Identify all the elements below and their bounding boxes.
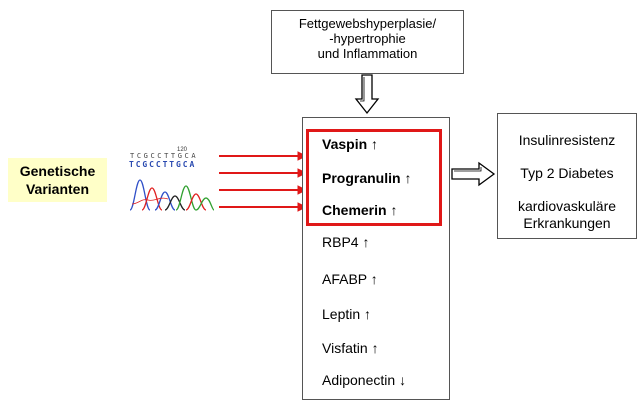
adipokine-name: RBP4 <box>322 234 359 250</box>
hyperplasia-line-3: und Inflammation <box>317 46 418 61</box>
chromatogram-bases-bottom: TCGCCTTGCA <box>129 160 197 169</box>
adipokine-vaspin: Vaspin ↑ <box>322 136 378 152</box>
up-arrow-icon: ↑ <box>362 234 370 250</box>
adipokine-afabp: AFABP ↑ <box>322 271 378 287</box>
highlighted-adipokines-box <box>306 129 442 226</box>
outcome-type2-diabetes: Typ 2 Diabetes <box>520 165 614 181</box>
adipokine-rbp4: RBP4 ↑ <box>322 234 369 250</box>
up-arrow-icon: ↑ <box>371 340 379 356</box>
right-arrow-icon <box>451 161 496 187</box>
adipokine-name: AFABP <box>322 271 367 287</box>
adipokine-name: Vaspin <box>322 136 368 152</box>
genetic-variants-label: Genetische Varianten <box>8 158 107 202</box>
chromatogram-marker: 120 <box>177 147 188 153</box>
chromatogram-bases-top: TCGCCTTGCA <box>130 152 199 160</box>
down-arrow-icon <box>354 74 380 115</box>
hyperplasia-box: Fettgewebshyperplasie/ -hypertrophie und… <box>271 10 464 74</box>
down-arrow-icon: ↓ <box>399 372 407 388</box>
hyperplasia-line-2: -hypertrophie <box>329 31 406 46</box>
red-arrows <box>219 151 308 212</box>
adipokine-name: Adiponectin <box>322 372 396 388</box>
adipokine-name: Chemerin <box>322 202 387 218</box>
adipokine-chemerin: Chemerin ↑ <box>322 202 397 218</box>
up-arrow-icon: ↑ <box>364 306 372 322</box>
up-arrow-icon: ↑ <box>370 271 378 287</box>
adipokine-visfatin: Visfatin ↑ <box>322 340 379 356</box>
up-arrow-icon: ↑ <box>404 170 412 186</box>
adipokine-name: Leptin <box>322 306 361 322</box>
outcomes-box <box>497 113 637 239</box>
outcome-diseases: Erkrankungen <box>523 215 611 231</box>
genetic-variants-line-2: Varianten <box>25 181 90 197</box>
adipokine-box <box>302 117 450 400</box>
up-arrow-icon: ↑ <box>371 136 379 152</box>
adipokine-name: Visfatin <box>322 340 368 356</box>
up-arrow-icon: ↑ <box>390 202 398 218</box>
adipokine-leptin: Leptin ↑ <box>322 306 371 322</box>
outcome-insulin-resistance: Insulinresistenz <box>518 132 616 148</box>
adipokine-adiponectin: Adiponectin ↓ <box>322 372 406 388</box>
adipokine-name: Progranulin <box>322 170 401 186</box>
adipokine-progranulin: Progranulin ↑ <box>322 170 411 186</box>
outcome-cardiovascular: kardiovaskuläre <box>517 198 617 214</box>
chromatogram-trace <box>129 179 215 211</box>
hyperplasia-line-1: Fettgewebshyperplasie/ <box>298 16 437 31</box>
genetic-variants-line-1: Genetische <box>19 163 96 179</box>
